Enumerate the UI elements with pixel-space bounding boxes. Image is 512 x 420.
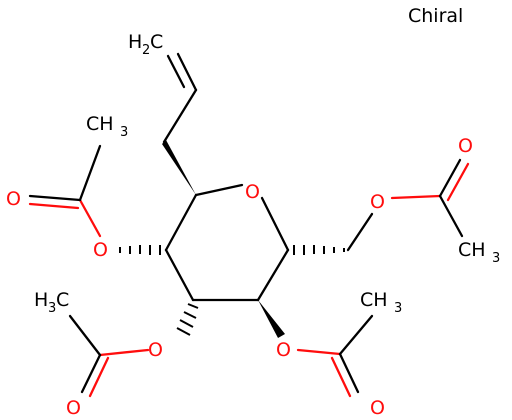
c5-hashed-bond [293,245,345,255]
c3-carbonyl-oxygen-label: O [66,397,81,419]
c2-ester-oxygen-label: O [93,239,108,261]
chiral-label: Chiral [408,5,463,27]
svg-text:CH: CH [360,289,388,311]
c6-methyl-label: CH 3 [458,239,500,266]
svg-text:C: C [56,289,69,311]
pyranose-ring [164,183,290,302]
svg-text:CH: CH [86,113,114,135]
c6-ester-oxygen-label: O [370,191,385,213]
c4-ester-oxygen-label: O [276,339,291,361]
c4-methyl-label: CH 3 [360,289,402,316]
vinyl-ch2-label: H 2 C [128,31,163,58]
svg-text:H: H [128,31,142,53]
c2-hashed-bond [119,245,161,255]
ring-oxygen-label: O [245,181,260,203]
svg-text:3: 3 [120,125,128,140]
svg-text:2: 2 [142,43,150,58]
svg-text:C: C [150,31,163,53]
svg-text:3: 3 [492,251,500,266]
svg-text:3: 3 [394,301,402,316]
c6-carbonyl-oxygen-label: O [458,135,473,157]
c6-acetyl-bonds [346,158,470,252]
c4-acetyl-bonds [296,314,374,398]
c3-methyl-label: H 3 C [34,289,69,316]
c2-carbonyl-oxygen-label: O [6,188,21,210]
allyl-wedge-bond [162,140,196,195]
c3-acetyl-bonds [68,314,150,398]
svg-text:3: 3 [48,301,56,316]
c4-wedge-bond [258,300,285,338]
c2-acetyl-bonds [28,144,102,238]
c3-ester-oxygen-label: O [148,339,163,361]
c2-methyl-label: CH 3 [86,113,128,140]
svg-text:CH: CH [458,239,486,261]
allyl-group [162,52,198,195]
svg-text:H: H [34,289,48,311]
c4-carbonyl-oxygen-label: O [370,397,385,419]
c3-hashed-bond [176,303,199,336]
